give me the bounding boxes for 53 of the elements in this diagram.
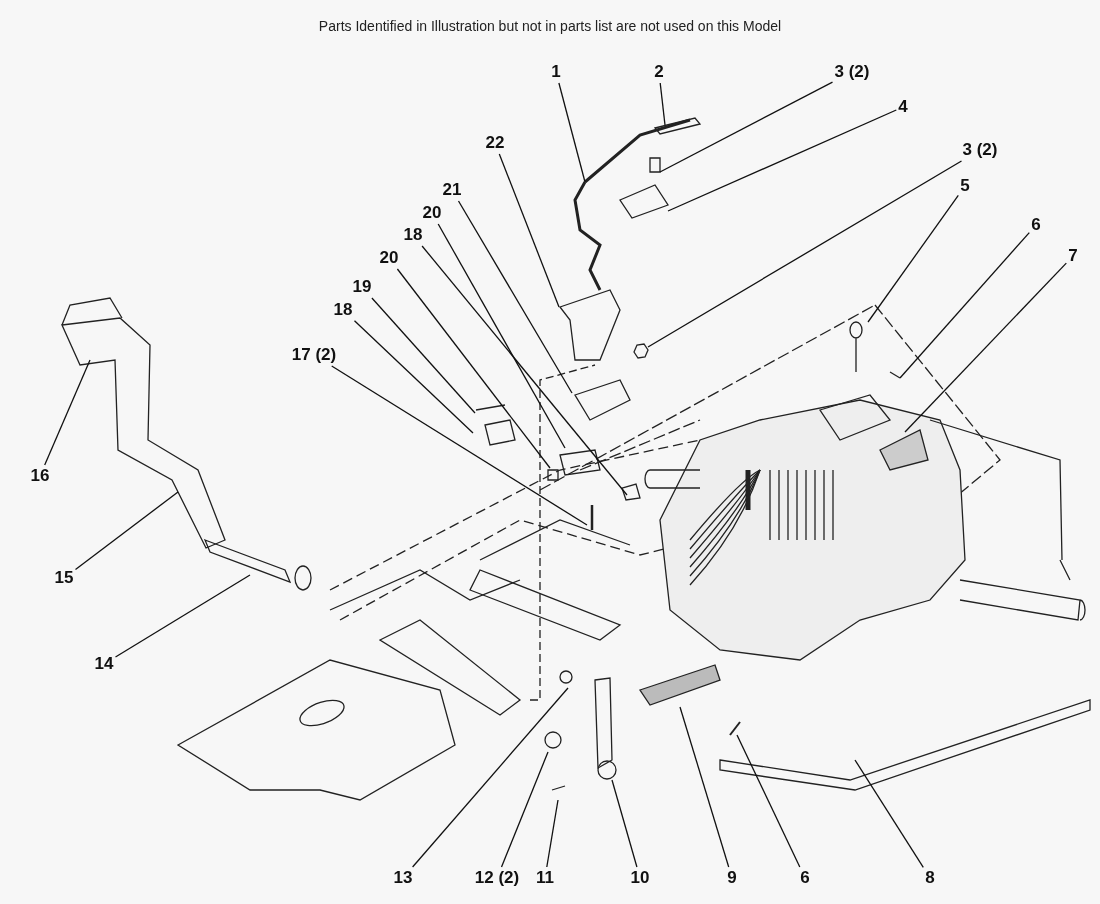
callout-number: 17 (2)	[291, 346, 337, 364]
leader-line	[854, 759, 924, 869]
leader-line	[500, 751, 549, 868]
callout-number: 21	[442, 181, 462, 199]
callout-number: 1	[551, 63, 561, 81]
leader-line	[546, 799, 559, 868]
leader-line	[667, 109, 897, 212]
leader-line	[904, 262, 1067, 433]
callout-number: 20	[422, 204, 442, 222]
leader-line	[899, 231, 1030, 379]
leader-line	[867, 194, 959, 323]
callout-number: 18	[403, 226, 423, 244]
callout-number: 3 (2)	[962, 141, 998, 159]
leader-line	[647, 160, 963, 348]
callout-number: 8	[925, 869, 935, 887]
leader-line	[331, 365, 588, 526]
callout-number: 7	[1068, 247, 1078, 265]
callout-number: 14	[94, 655, 114, 673]
leader-line	[679, 706, 730, 868]
callout-number: 19	[352, 278, 372, 296]
leader-line	[44, 359, 91, 466]
callout-number: 12 (2)	[474, 869, 520, 887]
callout-number: 22	[485, 134, 505, 152]
callout-number: 5	[960, 177, 970, 195]
callout-number: 6	[1031, 216, 1041, 234]
note-text: Parts Identified in Illustration but not in parts list are not used on this Model	[318, 18, 782, 34]
leader-line	[74, 491, 179, 571]
callout-number: 10	[630, 869, 650, 887]
leader-line	[421, 245, 628, 496]
leader-line	[371, 297, 476, 414]
callout-number: 6	[800, 869, 810, 887]
leader-line	[659, 81, 834, 173]
leader-line	[411, 687, 569, 868]
callout-number: 4	[898, 98, 908, 116]
leader-line	[611, 779, 638, 868]
leader-line	[457, 200, 573, 394]
leader-line	[114, 574, 251, 658]
callout-number: 18	[333, 301, 353, 319]
leader-line	[396, 268, 551, 469]
callout-number: 13	[393, 869, 413, 887]
callout-number: 2	[654, 63, 664, 81]
leader-line	[498, 153, 560, 308]
leader-line	[437, 223, 566, 449]
callout-number: 3 (2)	[834, 63, 870, 81]
callout-number: 9	[727, 869, 737, 887]
leader-line	[659, 82, 666, 126]
callout-number: 15	[54, 569, 74, 587]
callout-number: 16	[30, 467, 50, 485]
leader-line	[353, 320, 474, 434]
leader-line	[736, 734, 801, 868]
leader-line	[558, 82, 586, 183]
callout-number: 20	[379, 249, 399, 267]
callout-number: 11	[536, 869, 554, 887]
